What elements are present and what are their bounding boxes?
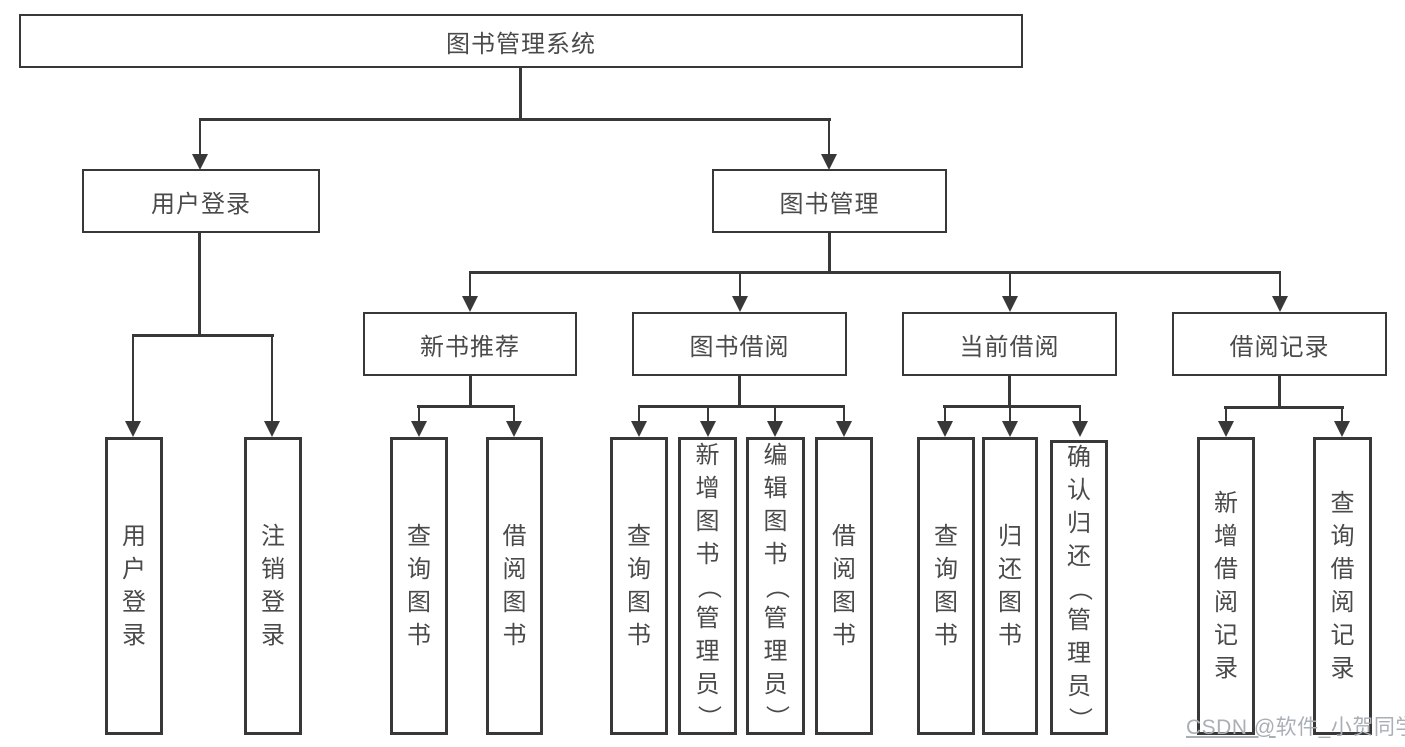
- connector-stem-current-borrow: [1008, 376, 1011, 407]
- arrow-to-cb-confirm-return: [1072, 406, 1088, 437]
- leaf-bb-edit-books-admin-label: 编辑图书（管理员）: [762, 442, 790, 730]
- leaf-bb-borrow-books-label: 借阅图书: [832, 522, 856, 649]
- node-book-management-label: 图书管理: [779, 190, 880, 218]
- arrow-to-bb-borrow-books: [836, 406, 852, 437]
- connector-bar-book-management: [469, 271, 1281, 274]
- connector-bar-new-book-recommend: [417, 405, 515, 408]
- leaf-nbr-query-books: 查询图书: [390, 437, 448, 735]
- connector-stem-book-management: [828, 233, 831, 273]
- arrow-to-current-borrow: [1002, 272, 1018, 312]
- node-borrow-records: 借阅记录: [1172, 312, 1387, 376]
- csdn-watermark-author: 软件_小贺同学: [1275, 716, 1405, 739]
- connector-bar-borrow-records: [1224, 406, 1344, 409]
- arrow-to-nbr-query-books: [411, 406, 427, 437]
- leaf-cb-confirm-return-admin: 确认归还（管理员）: [1050, 440, 1108, 735]
- node-new-book-recommend: 新书推荐: [363, 312, 577, 376]
- leaf-nbr-borrow-books-label: 借阅图书: [502, 522, 527, 649]
- arrow-to-borrow-records: [1272, 272, 1288, 312]
- leaf-logout: 注销登录: [244, 437, 302, 735]
- leaf-br-add-record-label: 新增借阅记录: [1214, 489, 1238, 682]
- csdn-watermark-prefix: CSDN @: [1186, 716, 1276, 739]
- leaf-cb-query-books: 查询图书: [917, 437, 975, 735]
- node-new-book-recommend-label: 新书推荐: [420, 333, 520, 361]
- node-book-borrow-label: 图书借阅: [689, 333, 790, 361]
- node-user-login-label: 用户登录: [151, 190, 251, 218]
- leaf-br-add-record: 新增借阅记录: [1197, 437, 1255, 735]
- arrow-to-leaf-user-login: [125, 335, 141, 437]
- leaf-nbr-query-books-label: 查询图书: [407, 522, 431, 649]
- node-user-login: 用户登录: [82, 169, 320, 233]
- node-root-label: 图书管理系统: [446, 30, 596, 58]
- connector-bar-book-borrow: [638, 405, 845, 408]
- leaf-bb-query-books-label: 查询图书: [627, 522, 651, 649]
- leaf-bb-query-books: 查询图书: [610, 437, 668, 735]
- leaf-user-login: 用户登录: [105, 437, 163, 735]
- leaf-user-login-label: 用户登录: [122, 522, 146, 649]
- arrow-to-cb-query-books: [937, 406, 953, 437]
- leaf-cb-confirm-return-admin-label: 确认归还（管理员）: [1066, 443, 1093, 731]
- node-book-borrow: 图书借阅: [632, 312, 847, 376]
- arrow-to-user-login: [192, 119, 208, 170]
- leaf-br-query-record-label: 查询借阅记录: [1330, 489, 1355, 682]
- arrow-to-cb-return-books: [1002, 406, 1018, 437]
- arrow-to-br-query-record: [1334, 407, 1350, 437]
- node-borrow-records-label: 借阅记录: [1229, 333, 1330, 361]
- connector-stem-book-borrow: [738, 376, 741, 407]
- connector-bar-root: [199, 118, 831, 121]
- arrow-to-nbr-borrow-books: [506, 406, 522, 437]
- arrow-to-leaf-logout: [264, 335, 280, 437]
- leaf-bb-add-books-admin-label: 新增图书（管理员）: [694, 442, 722, 730]
- arrow-to-book-management: [821, 119, 837, 170]
- leaf-cb-return-books-label: 归还图书: [998, 522, 1022, 649]
- connector-stem-user-login: [198, 233, 201, 336]
- arrow-to-bb-query-books: [631, 406, 647, 437]
- node-current-borrow: 当前借阅: [902, 312, 1117, 376]
- arrow-to-bb-add-books: [700, 406, 716, 437]
- leaf-bb-edit-books-admin: 编辑图书（管理员）: [746, 437, 805, 735]
- connector-bar-user-login: [132, 334, 274, 337]
- leaf-bb-borrow-books: 借阅图书: [815, 437, 873, 735]
- arrow-to-book-borrow: [732, 272, 748, 312]
- leaf-logout-label: 注销登录: [261, 522, 285, 649]
- arrow-to-new-book-recommend: [462, 272, 478, 312]
- leaf-cb-return-books: 归还图书: [982, 437, 1038, 735]
- connector-stem-root: [519, 68, 522, 120]
- arrow-to-br-add-record: [1218, 407, 1234, 437]
- connector-stem-new-book-recommend: [469, 376, 472, 407]
- leaf-br-query-record: 查询借阅记录: [1313, 437, 1372, 735]
- leaf-nbr-borrow-books: 借阅图书: [486, 437, 543, 735]
- node-root: 图书管理系统: [19, 14, 1023, 68]
- connector-bar-current-borrow: [943, 405, 1081, 408]
- leaf-bb-add-books-admin: 新增图书（管理员）: [678, 437, 737, 735]
- node-book-management: 图书管理: [712, 169, 947, 233]
- connector-stem-borrow-records: [1278, 376, 1281, 408]
- csdn-watermark: CSDN @软件_小贺同学: [1186, 711, 1405, 741]
- arrow-to-bb-edit-books: [767, 406, 783, 437]
- node-current-borrow-label: 当前借阅: [959, 333, 1060, 361]
- leaf-cb-query-books-label: 查询图书: [934, 522, 958, 649]
